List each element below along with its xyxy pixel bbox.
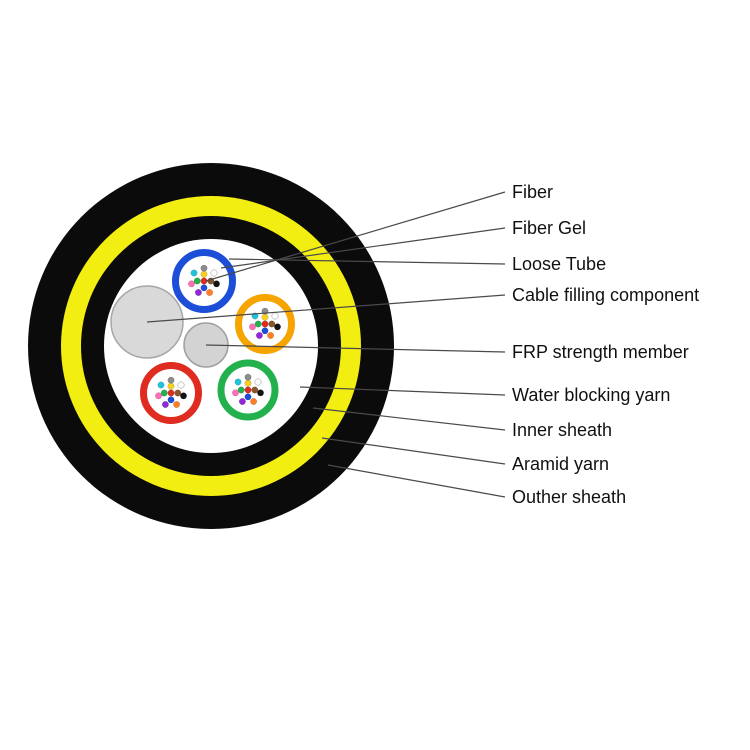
fiber-dot: [257, 389, 264, 397]
leader-line-fiber: [205, 191, 506, 282]
label-inner-sheath: Inner sheath: [512, 420, 612, 440]
fiber-dot: [244, 373, 252, 381]
labels-layer: Fiber Fiber Gel Loose Tube Cable filling…: [512, 182, 699, 507]
fiber-dot: [180, 392, 187, 400]
fiber-dot: [200, 270, 208, 278]
fiber-dot: [213, 280, 220, 288]
fiber-dot: [155, 392, 162, 400]
fiber-dot: [167, 382, 175, 390]
fiber-dot: [271, 312, 279, 320]
fiber-dot: [261, 327, 269, 335]
fiber-dot: [255, 332, 263, 339]
fiber-dot: [194, 289, 202, 296]
fiber-dot: [167, 376, 175, 384]
fiber-dot: [261, 313, 269, 321]
leader-line-cable-filling-component: [146, 294, 506, 323]
leader-line-loose-tube: [228, 258, 506, 265]
fiber-dot: [250, 398, 258, 405]
fiber-dot: [232, 389, 239, 397]
fiber-dot: [244, 393, 252, 401]
fiber-dot: [167, 396, 175, 404]
fiber-dot: [200, 284, 208, 292]
fiber-dot: [251, 386, 259, 394]
fiber-dot: [274, 323, 281, 331]
fiber-dot: [234, 378, 242, 386]
fiber-dots-layer: [155, 264, 281, 408]
fiber-dot: [174, 389, 182, 397]
leader-line-inner-sheath: [312, 407, 506, 431]
label-cable-filling-component: Cable filling component: [512, 285, 699, 305]
fiber-dot: [173, 401, 181, 408]
fiber-dot: [254, 320, 262, 328]
leader-line-frp-strength-member: [205, 344, 506, 353]
leader-line-water-blocking-yarn: [299, 386, 506, 396]
fiber-dot: [177, 381, 185, 389]
label-fiber: Fiber: [512, 182, 553, 202]
fiber-dot: [188, 280, 195, 288]
fiber-dot: [157, 381, 165, 389]
label-fiber-gel: Fiber Gel: [512, 218, 586, 238]
fiber-dot: [161, 401, 169, 408]
fiber-dot: [268, 320, 276, 328]
label-aramid-yarn: Aramid yarn: [512, 454, 609, 474]
fiber-dot: [237, 386, 245, 394]
fiber-dot: [261, 320, 269, 328]
leader-line-aramid-yarn: [321, 437, 506, 465]
fiber-dot: [244, 386, 252, 394]
fiber-dot: [244, 379, 252, 387]
fiber-dot: [167, 389, 175, 397]
fiber-dot: [206, 289, 214, 296]
leader-line-fiber-gel: [220, 227, 506, 269]
fiber-dot: [193, 277, 201, 285]
label-outher-sheath: Outher sheath: [512, 487, 626, 507]
fiber-dot: [190, 269, 198, 277]
fiber-dot: [160, 389, 168, 397]
label-loose-tube: Loose Tube: [512, 254, 606, 274]
label-frp-strength-member: FRP strength member: [512, 342, 689, 362]
leader-line-outher-sheath: [327, 464, 506, 498]
fiber-dot: [254, 378, 262, 386]
label-water-blocking-yarn: Water blocking yarn: [512, 385, 670, 405]
fiber-dot: [249, 323, 256, 331]
leader-lines-layer: [146, 191, 506, 498]
fiber-dot: [238, 398, 246, 405]
fiber-dot: [267, 332, 275, 339]
fiber-dot: [200, 264, 208, 272]
fiber-dot: [210, 269, 218, 277]
